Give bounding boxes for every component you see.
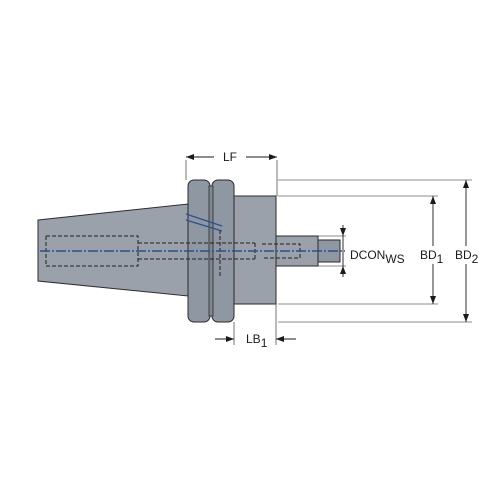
dcon-subscript: WS [385,252,404,266]
dcon-label: DCONWS [350,248,405,266]
lb1-subscript: 1 [261,336,268,350]
lb1-arrow-left [226,336,234,342]
dcon-arrow-bottom [340,266,346,274]
bd2-arrow-bottom [463,314,469,322]
lf-arrow-left [186,154,194,160]
bd1-arrow-top [430,196,436,204]
bd2-subscript: 2 [472,252,479,266]
internal-passage-hidden [138,242,255,260]
lb1-label: LB1 [246,332,268,350]
coolant-channel [185,213,223,232]
bd1-subscript: 1 [437,252,444,266]
bd2-label: BD2 [455,248,479,266]
bd1-label: BD1 [420,248,444,266]
bd2-arrow-top [463,180,469,188]
taper-shank [37,203,189,297]
dcon-arrow-top [340,228,346,236]
bd1-arrow-bottom [430,296,436,304]
lf-arrow-right [269,154,277,160]
lb1-arrow-right [276,336,284,342]
lf-label: LF [223,150,237,164]
